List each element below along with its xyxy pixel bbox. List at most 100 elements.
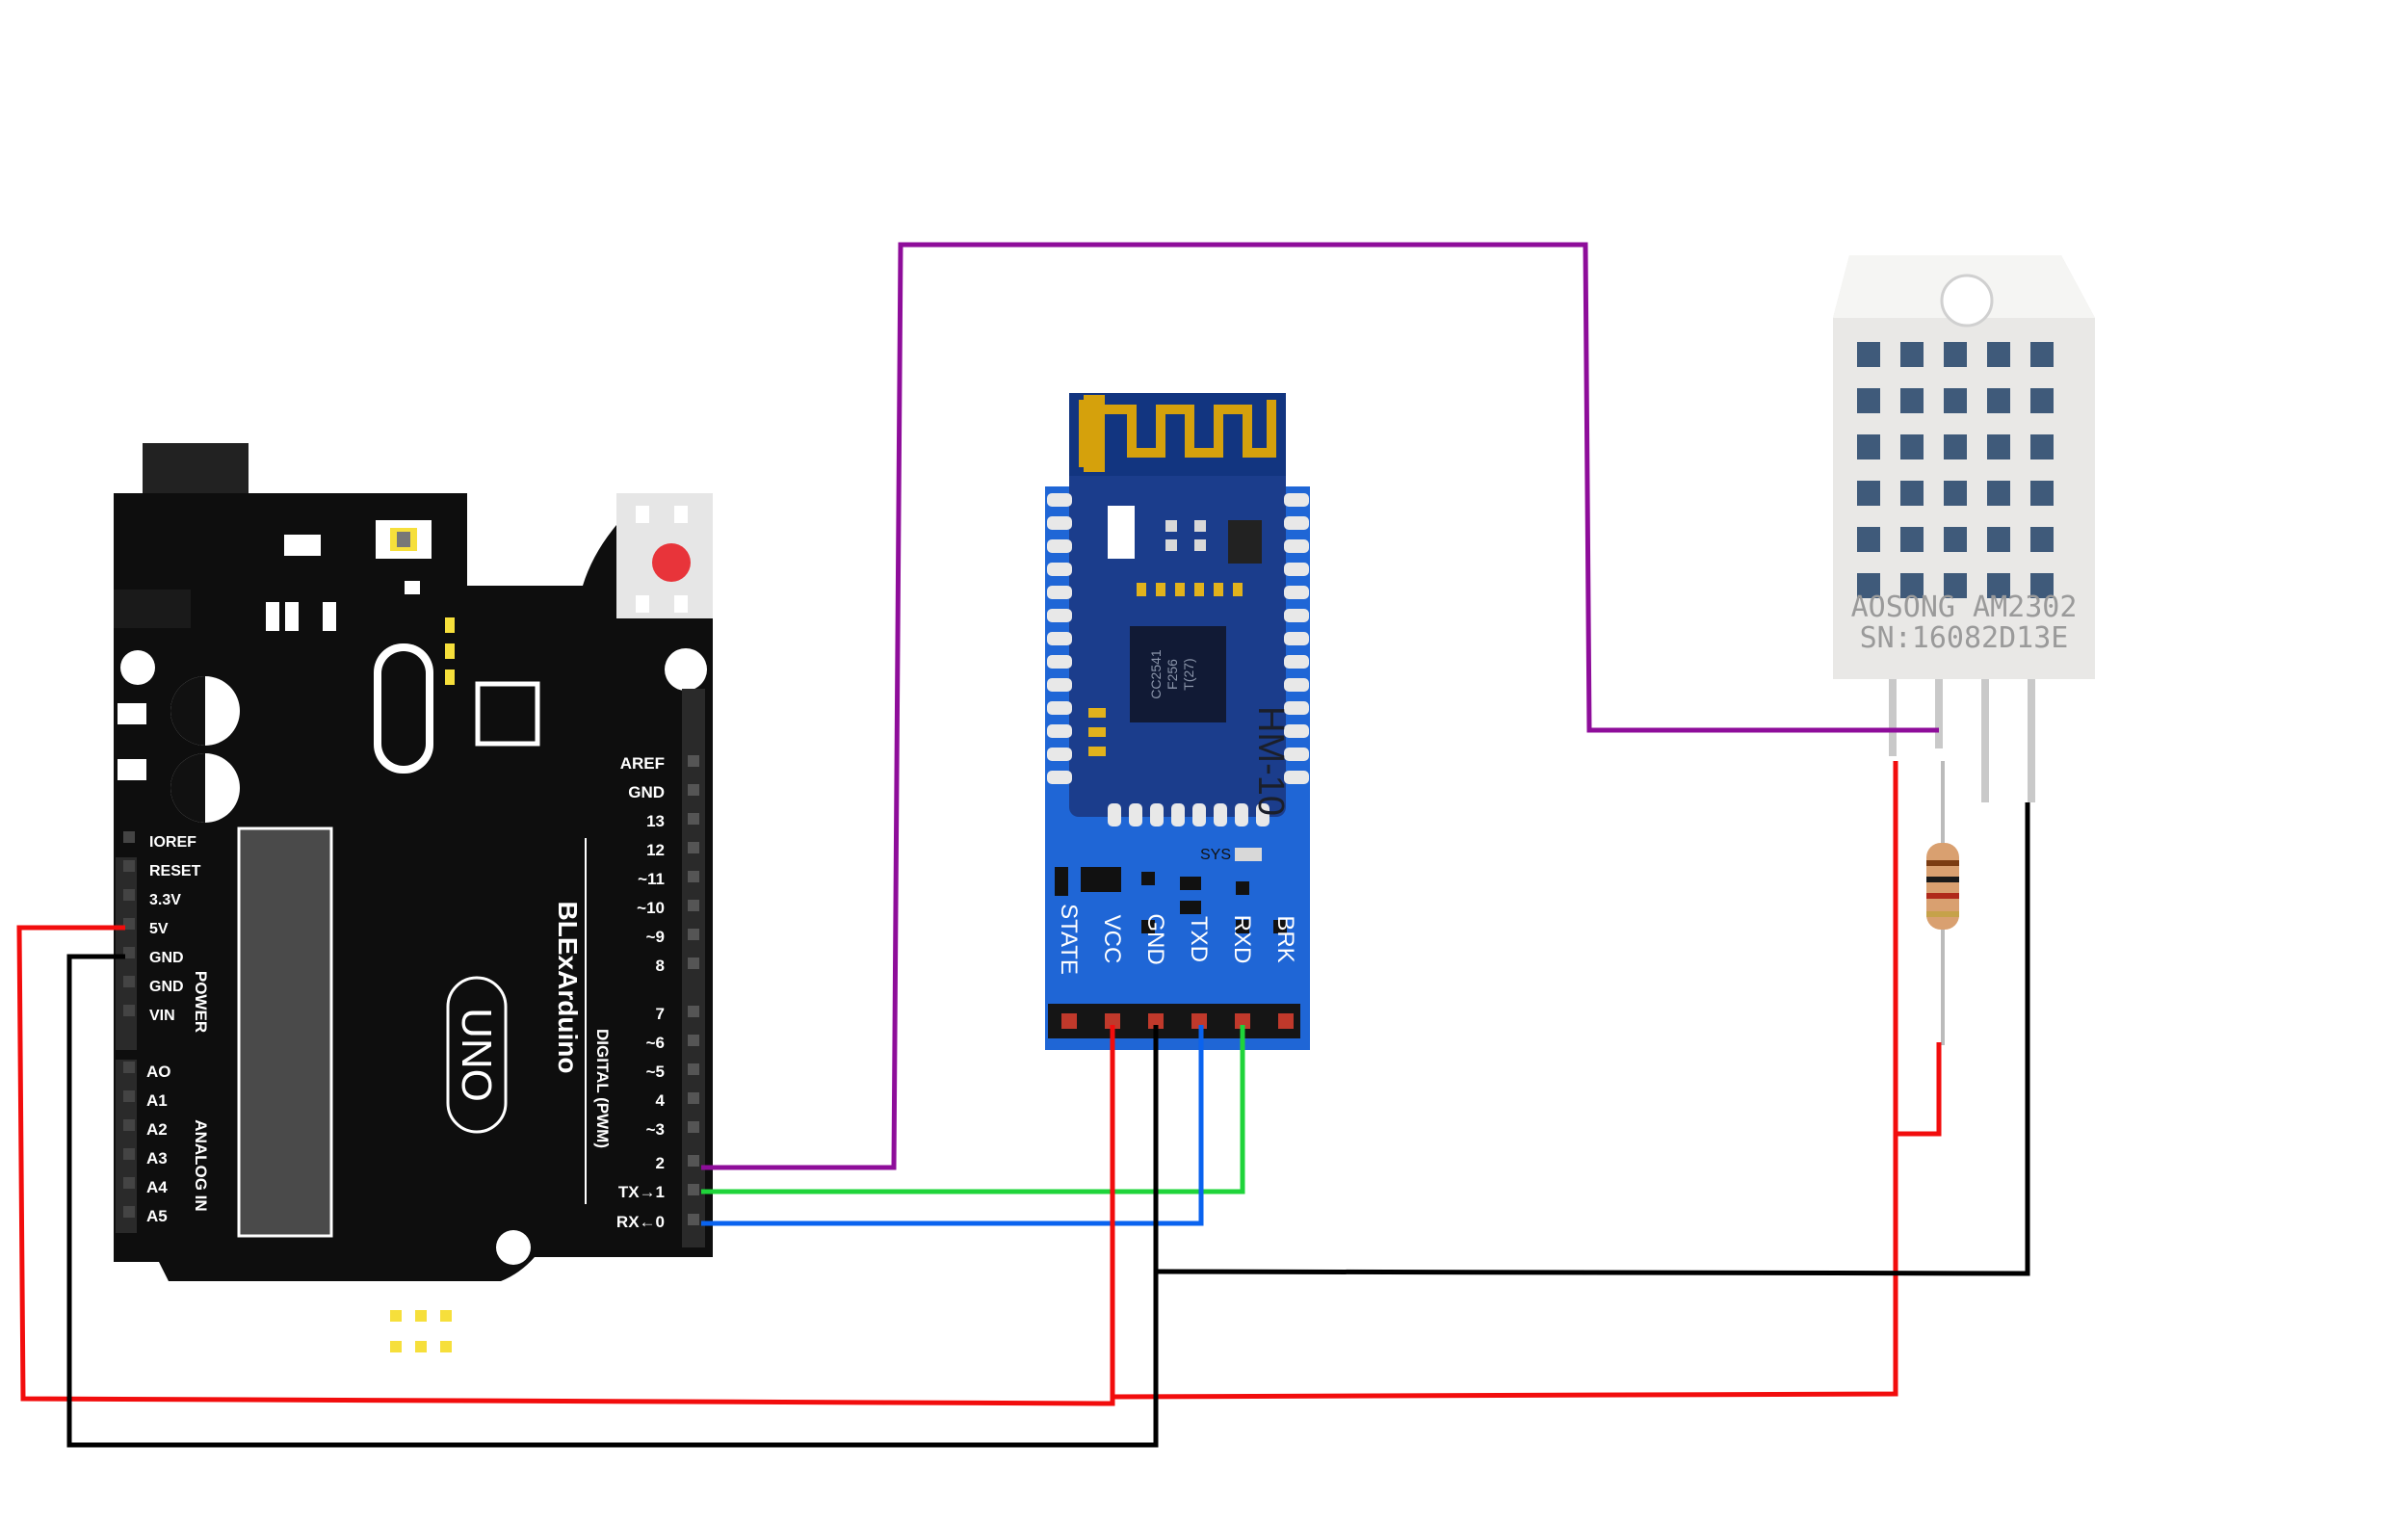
analog-pin-label: A1 bbox=[146, 1091, 168, 1110]
module-pad bbox=[1214, 803, 1227, 827]
digital-pin-hole bbox=[688, 784, 699, 796]
mounting-hole bbox=[496, 1230, 531, 1265]
digital-pin-label: ~10 bbox=[637, 899, 665, 917]
module-pad bbox=[1047, 632, 1072, 645]
digital-pin-label: ~6 bbox=[646, 1034, 665, 1052]
analog-pin-label: A3 bbox=[146, 1149, 168, 1168]
wire-data bbox=[701, 242, 1939, 1170]
mounting-hole bbox=[665, 648, 707, 691]
sensor-vent bbox=[1900, 342, 1924, 367]
sensor-vent bbox=[1900, 434, 1924, 459]
analog-pin-hole bbox=[123, 1148, 135, 1160]
module-pad bbox=[1284, 724, 1309, 738]
digital-pin-label: AREF bbox=[620, 754, 665, 773]
power-pin-hole bbox=[123, 860, 135, 872]
uno-logo-frame bbox=[446, 976, 508, 1134]
module-pad bbox=[1284, 539, 1309, 553]
wires bbox=[16, 242, 2030, 1448]
digital-pin-hole bbox=[688, 958, 699, 969]
chip-line-2-text: F256 bbox=[1165, 659, 1180, 690]
module-pad bbox=[1235, 803, 1248, 827]
digital-pin-hole bbox=[688, 1063, 699, 1075]
sensor-leg bbox=[2028, 679, 2035, 802]
wire-power-sensor bbox=[1112, 761, 1898, 1400]
digital-pin-hole bbox=[688, 1214, 699, 1225]
digital-pin-hole bbox=[688, 1092, 699, 1104]
analog-pin-label: AO bbox=[146, 1063, 171, 1081]
module-pad bbox=[1284, 516, 1309, 530]
digital-pin-hole bbox=[688, 755, 699, 767]
usb-chip bbox=[475, 681, 540, 747]
sensor-vent bbox=[1857, 481, 1880, 506]
capacitor bbox=[170, 753, 240, 823]
module-pad bbox=[1284, 678, 1309, 692]
analog-pin-hole bbox=[123, 1119, 135, 1131]
module-pad bbox=[1047, 678, 1072, 692]
digital-section-label: DIGITAL (PWM) bbox=[593, 1029, 612, 1148]
sensor-vent bbox=[1944, 342, 1967, 367]
module-pad bbox=[1047, 771, 1072, 784]
sensor-mount-hole bbox=[1940, 274, 1994, 328]
digital-pin-label: ~11 bbox=[638, 870, 665, 888]
capacitor bbox=[170, 676, 240, 746]
chip-line-3-text: T(27) bbox=[1181, 658, 1196, 690]
analog-pin-label: A5 bbox=[146, 1207, 168, 1225]
power-pin-label: VIN bbox=[149, 1008, 175, 1024]
analog-pin-hole bbox=[123, 1177, 135, 1189]
module-pad bbox=[1284, 632, 1309, 645]
module-pad bbox=[1047, 563, 1072, 576]
sensor-leg bbox=[1889, 679, 1897, 756]
ble-pin bbox=[1105, 1013, 1120, 1029]
digital-pin-label: 4 bbox=[656, 1091, 666, 1110]
module-pad bbox=[1256, 803, 1269, 827]
pullup-resistor bbox=[1926, 761, 1959, 1045]
board-brand: BLExArduino bbox=[553, 902, 583, 1074]
power-pin-label: GND bbox=[149, 950, 184, 966]
sensor-vent bbox=[2030, 434, 2054, 459]
digital-pin-hole bbox=[688, 1155, 699, 1167]
module-pad bbox=[1047, 655, 1072, 669]
digital-pin-label: 12 bbox=[646, 841, 665, 859]
sensor-vent bbox=[1900, 573, 1924, 598]
digital-pin-label: 13 bbox=[646, 812, 665, 830]
sensor-leg bbox=[1935, 679, 1943, 748]
sensor-vent bbox=[2030, 388, 2054, 413]
module-pad bbox=[1047, 586, 1072, 599]
ble-pin-header bbox=[1048, 1004, 1300, 1038]
mounting-hole bbox=[120, 650, 155, 685]
wire-ground bbox=[66, 954, 1159, 1448]
power-pin-label: GND bbox=[149, 979, 184, 995]
module-pad bbox=[1047, 516, 1072, 530]
sys-label: SYS bbox=[1200, 847, 1231, 863]
digital-pin-hole bbox=[688, 813, 699, 825]
module-pad bbox=[1108, 803, 1121, 827]
digital-pin-label: GND bbox=[628, 783, 665, 801]
wire-power-resistor bbox=[1896, 1042, 1942, 1137]
atmega-chip bbox=[237, 827, 333, 1238]
sensor-vent bbox=[1857, 388, 1880, 413]
sys-led bbox=[1235, 848, 1262, 861]
module-pad bbox=[1284, 748, 1309, 761]
module-pad bbox=[1047, 701, 1072, 715]
power-pin-label: RESET bbox=[149, 863, 201, 879]
chip-line-1: CC2541 bbox=[1148, 649, 1164, 699]
module-pad bbox=[1284, 609, 1309, 622]
power-pin-hole bbox=[123, 947, 135, 958]
reset-button bbox=[616, 493, 713, 618]
sensor-vent bbox=[1857, 527, 1880, 552]
ble-pin-label: VCC bbox=[1099, 915, 1125, 964]
digital-pin-hole bbox=[688, 871, 699, 882]
sensor-vent bbox=[1987, 388, 2010, 413]
chip-marking: CC2541 bbox=[1148, 649, 1164, 699]
power-pin-label: IOREF bbox=[149, 834, 196, 851]
power-section-label: POWER bbox=[192, 971, 210, 1033]
am2302-sensor: AOSONG AM2302 SN:16082D13E bbox=[1833, 255, 2095, 802]
analog-pin-label: A2 bbox=[146, 1120, 168, 1139]
ble-pin-label: BRK bbox=[1272, 915, 1298, 962]
digital-pin-hole bbox=[688, 1121, 699, 1133]
sensor-vent bbox=[1944, 481, 1967, 506]
